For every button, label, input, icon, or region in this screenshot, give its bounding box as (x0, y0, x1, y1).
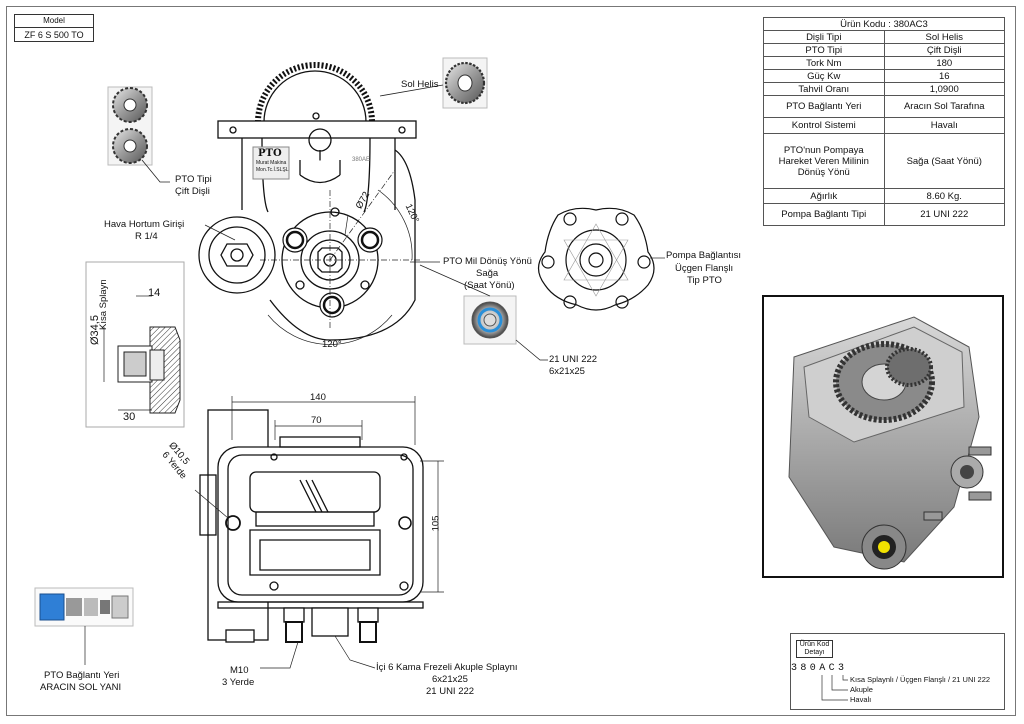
spec-key: Pompa Bağlantı Tipi (763, 203, 885, 226)
rotation-direction-icon (463, 295, 517, 345)
code-legend-connectors (821, 675, 848, 701)
dim-30: 30 (123, 411, 136, 423)
code-legend-title: Ürün Kod Detayı (796, 640, 833, 658)
model-value: ZF 6 S 500 TO (24, 30, 84, 40)
label-pto-mil: PTO Mil Dönüş Yönü (443, 256, 532, 267)
product-render (788, 316, 992, 570)
label-uni-size: 6x21x25 (549, 366, 585, 377)
spec-value: 21 UNI 222 (883, 203, 1005, 226)
drawing-frame (6, 6, 1016, 716)
code-legend-desc-2: Akuple (850, 685, 873, 694)
pump-flange-view (537, 207, 655, 311)
code-legend-box (790, 633, 1005, 710)
dim-14: 14 (148, 287, 161, 299)
model-title: Model (15, 15, 93, 28)
logo-text: PTO (258, 148, 282, 159)
label-pompa-baglantisi: Pompa Bağlantısı (666, 250, 741, 261)
dim-dia34-5: Ø34,5 (89, 315, 101, 345)
logo-subtext-2: Mon.Tc.İ.SLŞL (256, 167, 289, 173)
label-ucgen-flansli: Üçgen Flanşlı (675, 263, 734, 274)
code-legend-desc-3: Havalı (850, 695, 872, 704)
double-gear-thumbnail (107, 86, 153, 166)
label-kama: İçi 6 Kama Frezeli Akuple Splaynı (376, 662, 518, 673)
label-aracin-sol-yani: ARACIN SOL YANI (40, 682, 122, 693)
pto-top-view (199, 409, 424, 643)
spline-section-view (85, 261, 185, 428)
dim-70: 70 (311, 415, 322, 426)
pto-front-view (198, 62, 417, 341)
top-view-dimensions (194, 396, 444, 669)
pto-logo-stamp (252, 146, 290, 180)
label-kama-uni: 21 UNI 222 (426, 686, 475, 697)
label-pto-mil-sag: Sağa (476, 268, 499, 279)
front-view-dimensions (204, 169, 440, 345)
label-tip-pto: Tip PTO (687, 275, 722, 286)
label-pto-mil-saat: (Saat Yönü) (464, 280, 515, 291)
label-uni-222: 21 UNI 222 (549, 354, 598, 365)
label-pto-tipi-value: Çift Dişli (175, 186, 210, 197)
dim-105: 105 (430, 515, 442, 532)
label-kama-size: 6x21x25 (432, 674, 468, 685)
label-hava-hortum: Hava Hortum Girişi (104, 219, 185, 230)
label-3-yerde: 3 Yerde (222, 677, 255, 688)
label-hava-hortum-size: R 1/4 (135, 231, 158, 242)
helical-gear-thumbnail (442, 57, 488, 109)
code-legend-chars: 380AC3 (791, 663, 848, 674)
code-legend-desc-1: Kısa Splaynlı / Üçgen Flanşlı / 21 UNI 2… (850, 675, 991, 684)
spec-key: PTO'nun Pompaya Hareket Veren Milinin Dö… (763, 133, 885, 189)
product-photo (762, 295, 1004, 578)
dim-140: 140 (310, 392, 326, 403)
vehicle-location-icon (34, 587, 134, 627)
part-mark: 380AE (352, 157, 371, 163)
label-baglanti-yeri: PTO Bağlantı Yeri (44, 670, 120, 681)
model-box: Model ZF 6 S 500 TO (14, 14, 94, 42)
label-m10: M10 (230, 665, 249, 676)
dim-angle-bottom: 120° (322, 339, 342, 350)
label-pto-tipi: PTO Tipi (175, 174, 212, 185)
logo-subtext: Murat Makina (256, 160, 287, 166)
label-sol-helis: Sol Helis (401, 79, 439, 90)
